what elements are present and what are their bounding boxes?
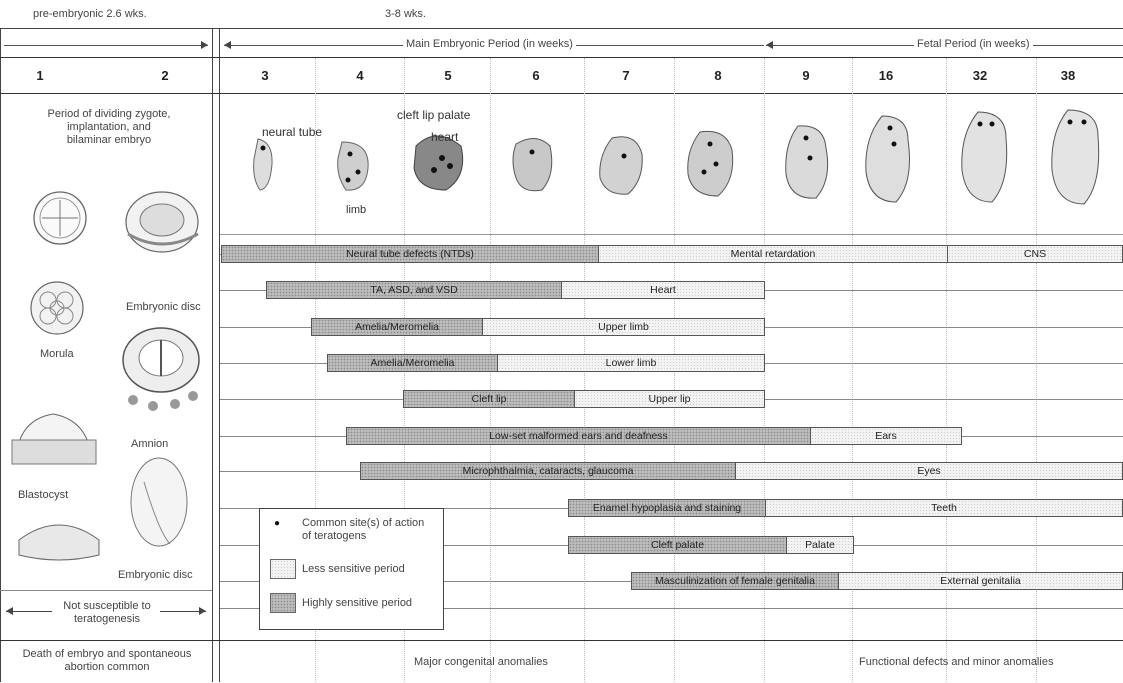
ear-defects-bar: Low-set malformed ears and deafness — [346, 427, 811, 445]
three-eight-weeks-label: 3-8 wks. — [385, 8, 426, 21]
legend-highly-sensitive-label: Highly sensitive period — [302, 597, 412, 610]
week-7: 7 — [606, 68, 646, 83]
legend-less-sensitive-label: Less sensitive period — [302, 563, 405, 576]
less-sensitive-swatch — [270, 559, 296, 579]
not-susceptible-arrow-right — [160, 611, 206, 612]
fetal-period-label: Fetal Period (in weeks) — [914, 38, 1033, 51]
morula-label: Morula — [40, 348, 74, 361]
pre-embryonic-label: pre-embryonic 2.6 wks. — [33, 8, 147, 21]
heart-annotation: heart — [431, 130, 458, 144]
limb-annotation: limb — [346, 204, 366, 216]
eye-defects-bar: Microphthalmia, cataracts, glaucoma — [360, 462, 736, 480]
not-susceptible-label: Not susceptible to teratogenesis — [55, 600, 159, 626]
embryo-week-6 — [506, 130, 558, 200]
embryo-week-9 — [776, 120, 838, 206]
blastocyst-label: Blastocyst — [18, 489, 68, 502]
left-edge — [0, 28, 1, 682]
bilaminar-embryo-illustration — [120, 184, 205, 259]
week-9: 9 — [786, 68, 826, 83]
cleft-palate-bar: Cleft palate — [568, 536, 787, 554]
main-period-label: Main Embryonic Period (in weeks) — [403, 38, 576, 51]
neural-tube-defects-bar: Neural tube defects (NTDs) — [221, 245, 599, 263]
implantation-illustration — [113, 318, 208, 418]
external-genitalia-bar: External genitalia — [838, 572, 1123, 590]
cleft-lip-bar: Cleft lip — [403, 390, 575, 408]
enamel-defects-bar: Enamel hypoplasia and staining — [568, 499, 766, 517]
pre-embryonic-arrow — [4, 45, 208, 46]
week-16: 16 — [866, 68, 906, 83]
upper-limb-defects-bar: Amelia/Meromelia — [311, 318, 483, 336]
cns-bar: CNS — [947, 245, 1123, 263]
week-2: 2 — [145, 68, 185, 83]
fetus-week-16 — [856, 112, 920, 208]
functional-defects-label: Functional defects and minor anomalies — [859, 656, 1053, 669]
week-32: 32 — [960, 68, 1000, 83]
embryo-week-4 — [330, 136, 375, 196]
teeth-bar: Teeth — [765, 499, 1123, 517]
embryo-week-7 — [592, 128, 652, 202]
neural-tube-annotation: neural tube — [262, 125, 322, 139]
embryo-week-3 — [248, 134, 278, 194]
upper-limb-bar: Upper limb — [482, 318, 765, 336]
upper-lip-bar: Upper lip — [574, 390, 765, 408]
bilaminar-disc-illustration — [14, 510, 104, 565]
major-anomalies-label: Major congenital anomalies — [414, 656, 548, 669]
not-susceptible-arrow-left — [6, 611, 52, 612]
week-6: 6 — [516, 68, 556, 83]
embryonic-disc-label-1: Embryonic disc — [126, 301, 201, 314]
left-panel-border — [212, 28, 213, 682]
fetus-week-38 — [1042, 106, 1108, 210]
teratogen-site-dot-icon: ● — [274, 518, 280, 529]
week-38: 38 — [1048, 68, 1088, 83]
bottom-row-line — [0, 640, 1123, 641]
masculinization-bar: Masculinization of female genitalia — [631, 572, 839, 590]
cleft-lip-palate-annotation: cleft lip palate — [397, 108, 470, 122]
death-label: Death of embryo and spontaneous abortion… — [4, 648, 210, 674]
week-1: 1 — [20, 68, 60, 83]
week-3: 3 — [245, 68, 285, 83]
highly-sensitive-swatch — [270, 593, 296, 613]
eyes-bar: Eyes — [735, 462, 1123, 480]
week-5: 5 — [428, 68, 468, 83]
heart-defects-bar: TA, ASD, and VSD — [266, 281, 562, 299]
legend-box: ● Common site(s) of action of teratogens… — [259, 508, 444, 630]
blastocyst-illustration — [8, 400, 98, 470]
lower-limb-bar: Lower limb — [497, 354, 765, 372]
heart-bar: Heart — [561, 281, 765, 299]
embryonic-disc-illustration — [124, 452, 194, 552]
fetus-week-32 — [952, 108, 1016, 208]
embryo-week-8 — [680, 124, 744, 204]
lower-limb-defects-bar: Amelia/Meromelia — [327, 354, 498, 372]
header-top-line — [0, 57, 1123, 58]
ears-bar: Ears — [810, 427, 962, 445]
amnion-label: Amnion — [131, 438, 168, 451]
legend-common-site-label: Common site(s) of action of teratogens — [302, 517, 432, 543]
left-panel-divider — [0, 590, 212, 591]
mental-retardation-bar: Mental retardation — [598, 245, 948, 263]
week-8: 8 — [698, 68, 738, 83]
palate-bar: Palate — [786, 536, 854, 554]
morula-illustration — [24, 278, 90, 338]
illustration-bottom-line — [220, 234, 1123, 235]
week-4: 4 — [340, 68, 380, 83]
zygote-illustration — [25, 188, 95, 248]
embryonic-disc-label-2: Embryonic disc — [118, 569, 193, 582]
early-period-description: Period of dividing zygote, implantation,… — [46, 108, 172, 147]
